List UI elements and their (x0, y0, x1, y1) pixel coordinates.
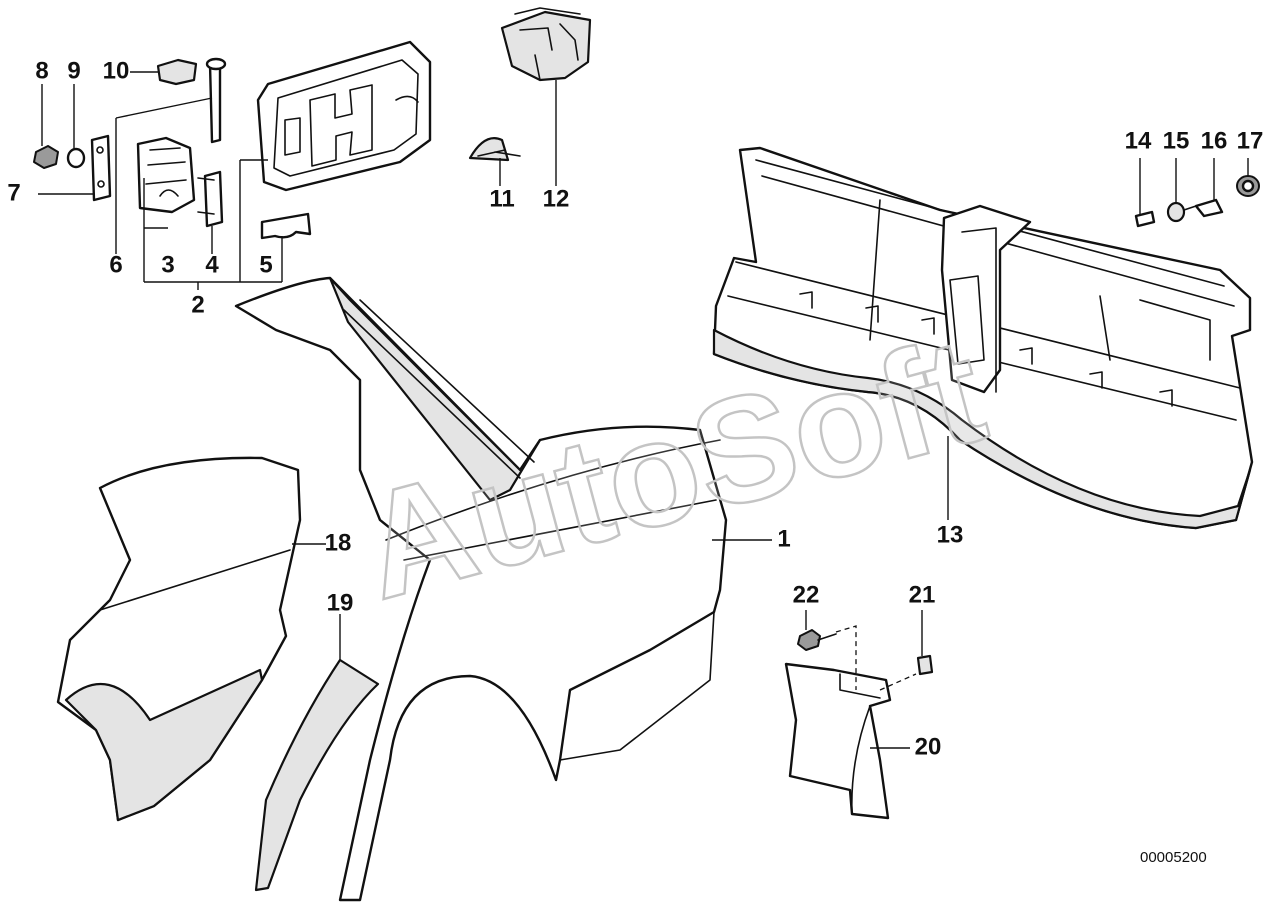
fastener-set (1134, 158, 1260, 228)
callout-17: 17 (1237, 127, 1264, 154)
callout-10: 10 (103, 57, 130, 84)
callout-11: 11 (489, 185, 514, 212)
callout-5: 5 (259, 251, 272, 278)
side-panel-part (234, 276, 772, 902)
callout-4: 4 (205, 251, 219, 278)
hinge-group (33, 40, 432, 240)
callout-20: 20 (915, 733, 942, 760)
callout-18: 18 (325, 529, 352, 556)
drain-channel-part (500, 7, 592, 82)
callout-2: 2 (191, 291, 204, 318)
callout-12: 12 (543, 185, 570, 212)
callout-19: 19 (327, 589, 354, 616)
reference-number: 00005200 (1140, 849, 1207, 866)
plug-part (468, 137, 521, 162)
callout-6: 6 (109, 251, 122, 278)
rear-panel-part (712, 146, 1254, 530)
arch-trim-part (254, 614, 380, 892)
callout-labels: 1 2 3 4 5 6 7 8 9 10 11 12 13 14 15 16 1… (7, 57, 1263, 760)
callout-22: 22 (793, 581, 820, 608)
callout-9: 9 (67, 57, 80, 84)
callout-13: 13 (937, 521, 964, 548)
callout-16: 16 (1201, 127, 1228, 154)
callout-14: 14 (1125, 127, 1152, 154)
callout-3: 3 (161, 251, 174, 278)
callout-1: 1 (777, 525, 790, 552)
callout-15: 15 (1163, 127, 1190, 154)
callout-8: 8 (35, 57, 48, 84)
door-panel-part (56, 456, 326, 822)
callout-7: 7 (7, 179, 20, 206)
shield-group (784, 610, 934, 820)
callout-21: 21 (909, 581, 936, 608)
hinge-leaders (38, 71, 557, 290)
